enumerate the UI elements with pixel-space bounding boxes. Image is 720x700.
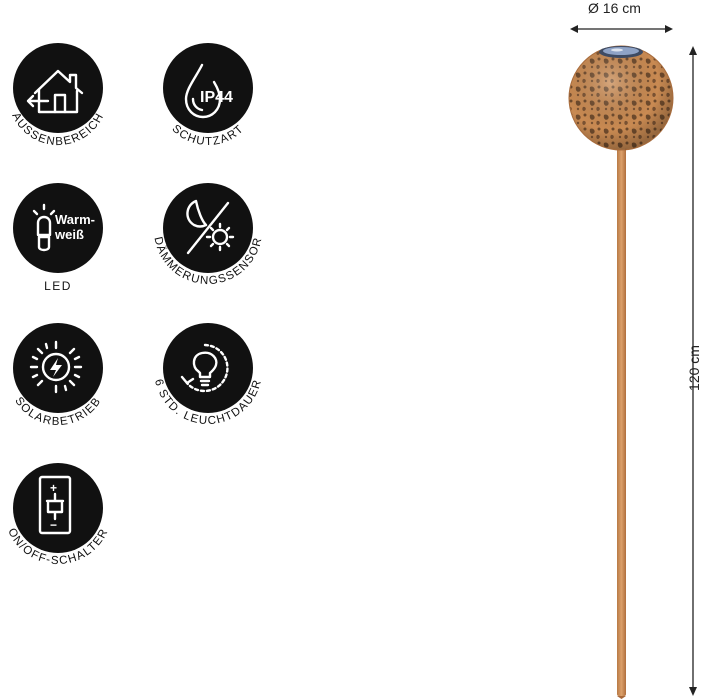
solar-bolt-icon [29, 340, 83, 394]
feature-duration-badge: 6 STD. LEUCHTDAUER [152, 323, 263, 427]
feature-outdoor: AUSSENBEREICH [0, 35, 130, 165]
diameter-label: Ø 16 cm [588, 0, 641, 16]
lamp-stake [617, 138, 626, 696]
feature-switch-badge: + − ON/OFF-SCHALTER [5, 463, 110, 567]
feature-solar-badge: SOLARBETRIEB [12, 323, 103, 428]
feature-outdoor-badge: AUSSENBEREICH [9, 43, 105, 148]
bulb-icon: Warm- weiß [32, 203, 95, 252]
feature-protection: IP44 SCHUTZART [150, 35, 280, 165]
feature-dusk-sensor-badge: DÄMMERUNGSSENSOR [151, 183, 263, 287]
height-label: 120 cm [686, 345, 702, 391]
feature-solar: SOLARBETRIEB [0, 315, 130, 445]
feature-switch: + − ON/OFF-SCHALTER [0, 455, 130, 585]
bulb-timer-icon [180, 343, 229, 393]
plus-sign: + [50, 481, 57, 495]
led-warm-text-1: Warm- [55, 212, 95, 227]
led-warm-text-2: weiß [54, 227, 84, 242]
house-exit-icon [26, 69, 84, 114]
lamp-ball [568, 45, 674, 151]
ip-rating-text: IP44 [200, 89, 233, 106]
moon-sun-icon [186, 199, 235, 255]
feature-duration: 6 STD. LEUCHTDAUER [150, 315, 280, 445]
minus-sign: − [50, 518, 57, 532]
feature-led-label: LED [44, 279, 72, 293]
feature-protection-badge: IP44 SCHUTZART [163, 43, 253, 148]
solar-panel [599, 46, 643, 58]
battery-switch-icon: + − [38, 475, 72, 535]
water-drop-icon: IP44 [184, 63, 233, 119]
width-dimension-arrow [570, 25, 673, 33]
feature-dusk-sensor: DÄMMERUNGSSENSOR [150, 175, 280, 305]
feature-led-badge: Warm- weiß [13, 183, 103, 273]
feature-led: Warm- weiß LED [0, 175, 130, 305]
